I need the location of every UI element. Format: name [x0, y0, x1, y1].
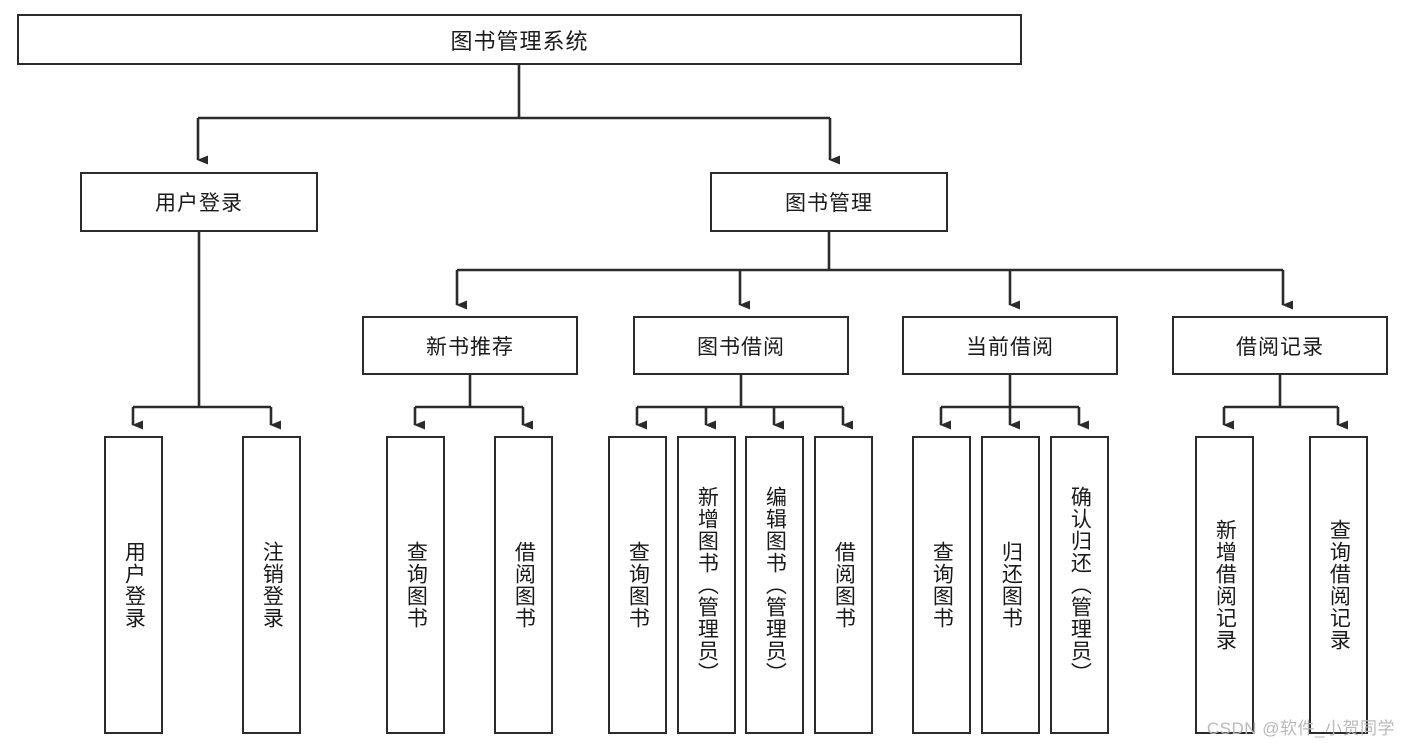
node-user-login[interactable]: 用户登录: [80, 172, 318, 232]
node-current-borrow[interactable]: 当前借阅: [902, 316, 1118, 375]
leaf-user-login-logout[interactable]: 注销登录: [242, 436, 301, 734]
leaf-label: 新增借阅记录: [1213, 519, 1237, 651]
node-root-library-system[interactable]: 图书管理系统: [17, 14, 1022, 65]
node-label: 图书管理系统: [450, 28, 589, 54]
leaf-label: 查询图书: [404, 541, 428, 629]
leaf-current-confirm-return-admin[interactable]: 确认归还（管理员）: [1050, 436, 1109, 734]
leaf-user-login-signin[interactable]: 用户登录: [104, 436, 163, 734]
node-book-management[interactable]: 图书管理: [710, 172, 948, 232]
leaf-label: 注销登录: [260, 541, 284, 629]
node-label: 当前借阅: [966, 335, 1054, 359]
leaf-current-return-book[interactable]: 归还图书: [981, 436, 1040, 734]
node-new-book-recommend[interactable]: 新书推荐: [362, 316, 578, 375]
leaf-label: 确认归还（管理员）: [1068, 486, 1092, 684]
leaf-current-query-book[interactable]: 查询图书: [912, 436, 971, 734]
leaf-label: 归还图书: [999, 541, 1023, 629]
node-label: 新书推荐: [426, 335, 514, 359]
leaf-new-book-borrow-book[interactable]: 借阅图书: [494, 436, 553, 734]
node-label: 图书管理: [785, 192, 873, 215]
node-label: 用户登录: [155, 192, 243, 215]
leaf-label: 查询图书: [626, 541, 650, 629]
leaf-borrow-add-book-admin[interactable]: 新增图书（管理员）: [677, 436, 736, 734]
leaf-label: 查询图书: [930, 541, 954, 629]
leaf-new-book-query-book[interactable]: 查询图书: [386, 436, 445, 734]
node-book-borrow[interactable]: 图书借阅: [633, 316, 849, 375]
leaf-label: 查询借阅记录: [1327, 519, 1351, 651]
leaf-record-query-borrow-record[interactable]: 查询借阅记录: [1309, 436, 1368, 734]
leaf-label: 编辑图书（管理员）: [763, 486, 787, 684]
node-borrow-record[interactable]: 借阅记录: [1172, 316, 1388, 375]
leaf-borrow-edit-book-admin[interactable]: 编辑图书（管理员）: [745, 436, 804, 734]
leaf-label: 借阅图书: [512, 541, 536, 629]
csdn-watermark: CSDN @软件_小贺同学: [1206, 719, 1395, 738]
node-label: 图书借阅: [697, 335, 785, 359]
leaf-label: 用户登录: [122, 541, 146, 629]
leaf-borrow-borrow-book[interactable]: 借阅图书: [814, 436, 873, 734]
leaf-label: 借阅图书: [832, 541, 856, 629]
leaf-label: 新增图书（管理员）: [695, 486, 719, 684]
leaf-record-add-borrow-record[interactable]: 新增借阅记录: [1195, 436, 1254, 734]
leaf-borrow-query-book[interactable]: 查询图书: [608, 436, 667, 734]
node-label: 借阅记录: [1236, 335, 1324, 359]
